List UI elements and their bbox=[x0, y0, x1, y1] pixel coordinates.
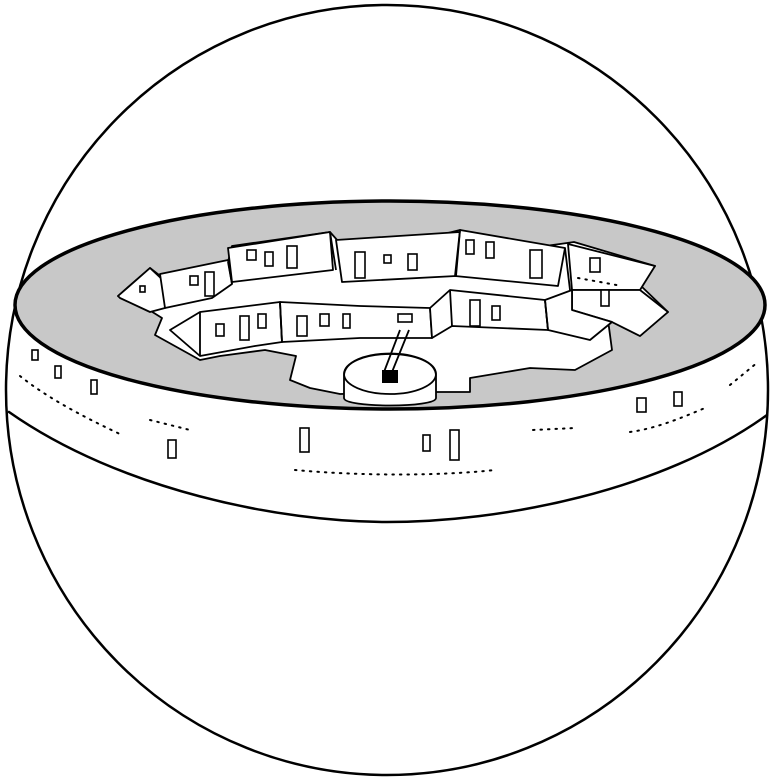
window bbox=[398, 314, 412, 322]
band-window bbox=[423, 435, 430, 451]
window bbox=[355, 252, 365, 278]
window bbox=[384, 255, 391, 263]
window bbox=[343, 314, 350, 328]
window bbox=[492, 306, 500, 320]
window bbox=[408, 254, 417, 270]
window bbox=[140, 286, 145, 292]
band-window bbox=[168, 440, 176, 458]
window bbox=[486, 242, 494, 258]
window bbox=[287, 246, 297, 268]
window bbox=[530, 250, 542, 278]
window bbox=[470, 300, 480, 326]
band-window-row bbox=[20, 376, 122, 435]
window bbox=[240, 316, 249, 340]
band-window-row bbox=[150, 420, 190, 430]
window bbox=[190, 276, 198, 285]
band-window bbox=[637, 398, 646, 412]
band-window-row bbox=[295, 470, 495, 475]
band-window bbox=[32, 350, 38, 360]
window bbox=[297, 316, 307, 336]
window bbox=[258, 314, 266, 328]
equator-band-lower-edge bbox=[9, 412, 767, 522]
band-window-row bbox=[533, 428, 575, 430]
window bbox=[320, 314, 329, 326]
band-window bbox=[674, 392, 682, 406]
window bbox=[216, 324, 224, 336]
window bbox=[205, 272, 214, 296]
window bbox=[601, 290, 609, 306]
band-window-row bbox=[730, 362, 758, 385]
central-structure-block bbox=[382, 370, 398, 383]
window bbox=[247, 250, 256, 260]
band-window bbox=[55, 366, 61, 378]
band-window bbox=[91, 380, 97, 394]
window bbox=[265, 252, 273, 266]
band-window bbox=[450, 430, 459, 460]
band-window bbox=[300, 428, 309, 452]
window bbox=[466, 240, 474, 254]
window bbox=[590, 258, 600, 272]
